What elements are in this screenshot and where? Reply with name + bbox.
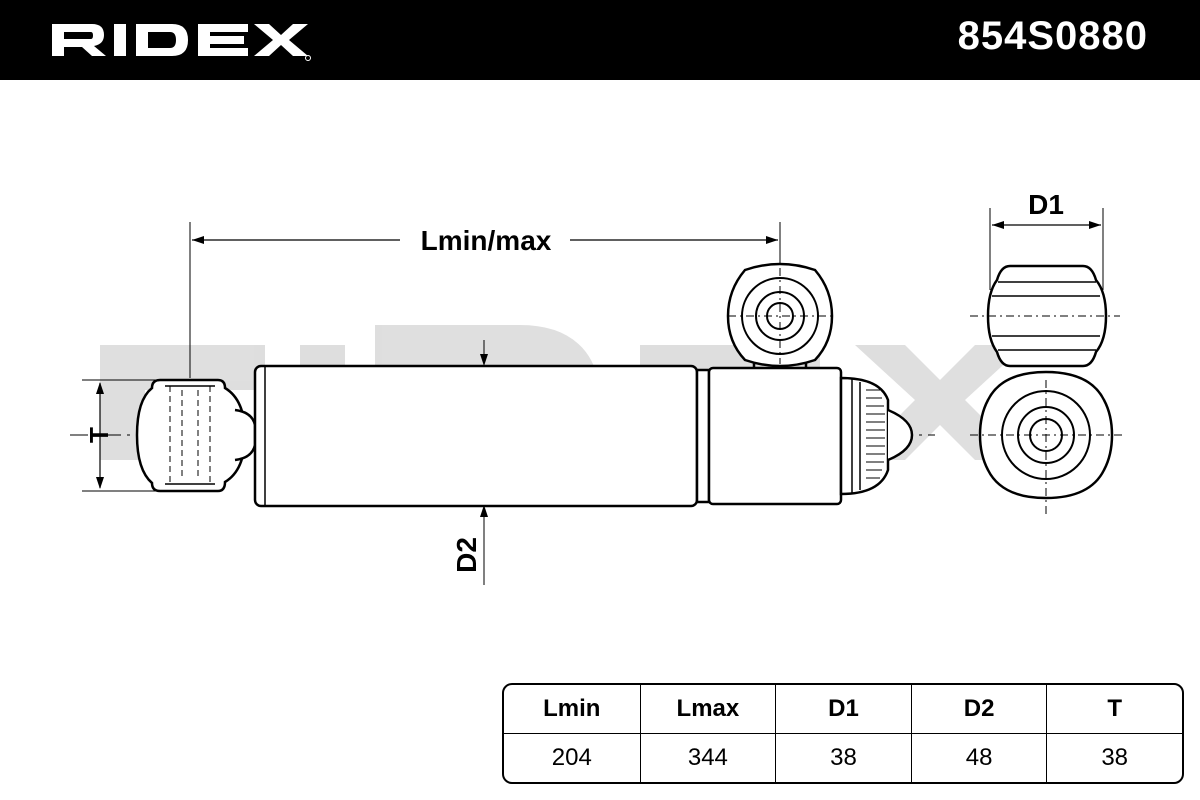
shock-body bbox=[253, 358, 843, 508]
shock-absorber-drawing: Lmin/max T D2 bbox=[70, 189, 1122, 585]
d1-label: D1 bbox=[1028, 189, 1064, 220]
length-label: Lmin/max bbox=[421, 225, 552, 256]
spec-value-t: 38 bbox=[1046, 734, 1182, 782]
spec-header-t: T bbox=[1046, 685, 1182, 734]
spec-value-lmax: 344 bbox=[639, 734, 776, 782]
top-cap bbox=[839, 376, 914, 496]
spec-header-lmax: Lmax bbox=[639, 685, 776, 734]
header-bar: 854S0880 bbox=[0, 0, 1200, 80]
spec-header-row: Lmin Lmax D1 D2 T bbox=[504, 685, 1182, 734]
spec-header-d1: D1 bbox=[775, 685, 911, 734]
side-view-eye bbox=[970, 370, 1122, 515]
spec-value-row: 204 344 38 48 38 bbox=[504, 734, 1182, 782]
part-number: 854S0880 bbox=[957, 14, 1148, 58]
spec-value-d2: 48 bbox=[910, 734, 1047, 782]
spec-value-lmin: 204 bbox=[551, 744, 592, 771]
spec-table: Lmin Lmax D1 D2 T 204 344 38 48 38 bbox=[502, 683, 1184, 784]
t-label: T bbox=[84, 427, 114, 443]
ridex-logo bbox=[52, 24, 311, 61]
lower-eye-bushing bbox=[135, 378, 257, 493]
upper-eye-bushing bbox=[726, 262, 834, 368]
spec-header-d2: D2 bbox=[910, 685, 1047, 734]
d2-label: D2 bbox=[451, 537, 482, 573]
spec-header-lmin: Lmin bbox=[504, 685, 640, 734]
side-view-bushing bbox=[970, 264, 1120, 368]
spec-value-d1: 38 bbox=[775, 734, 911, 782]
